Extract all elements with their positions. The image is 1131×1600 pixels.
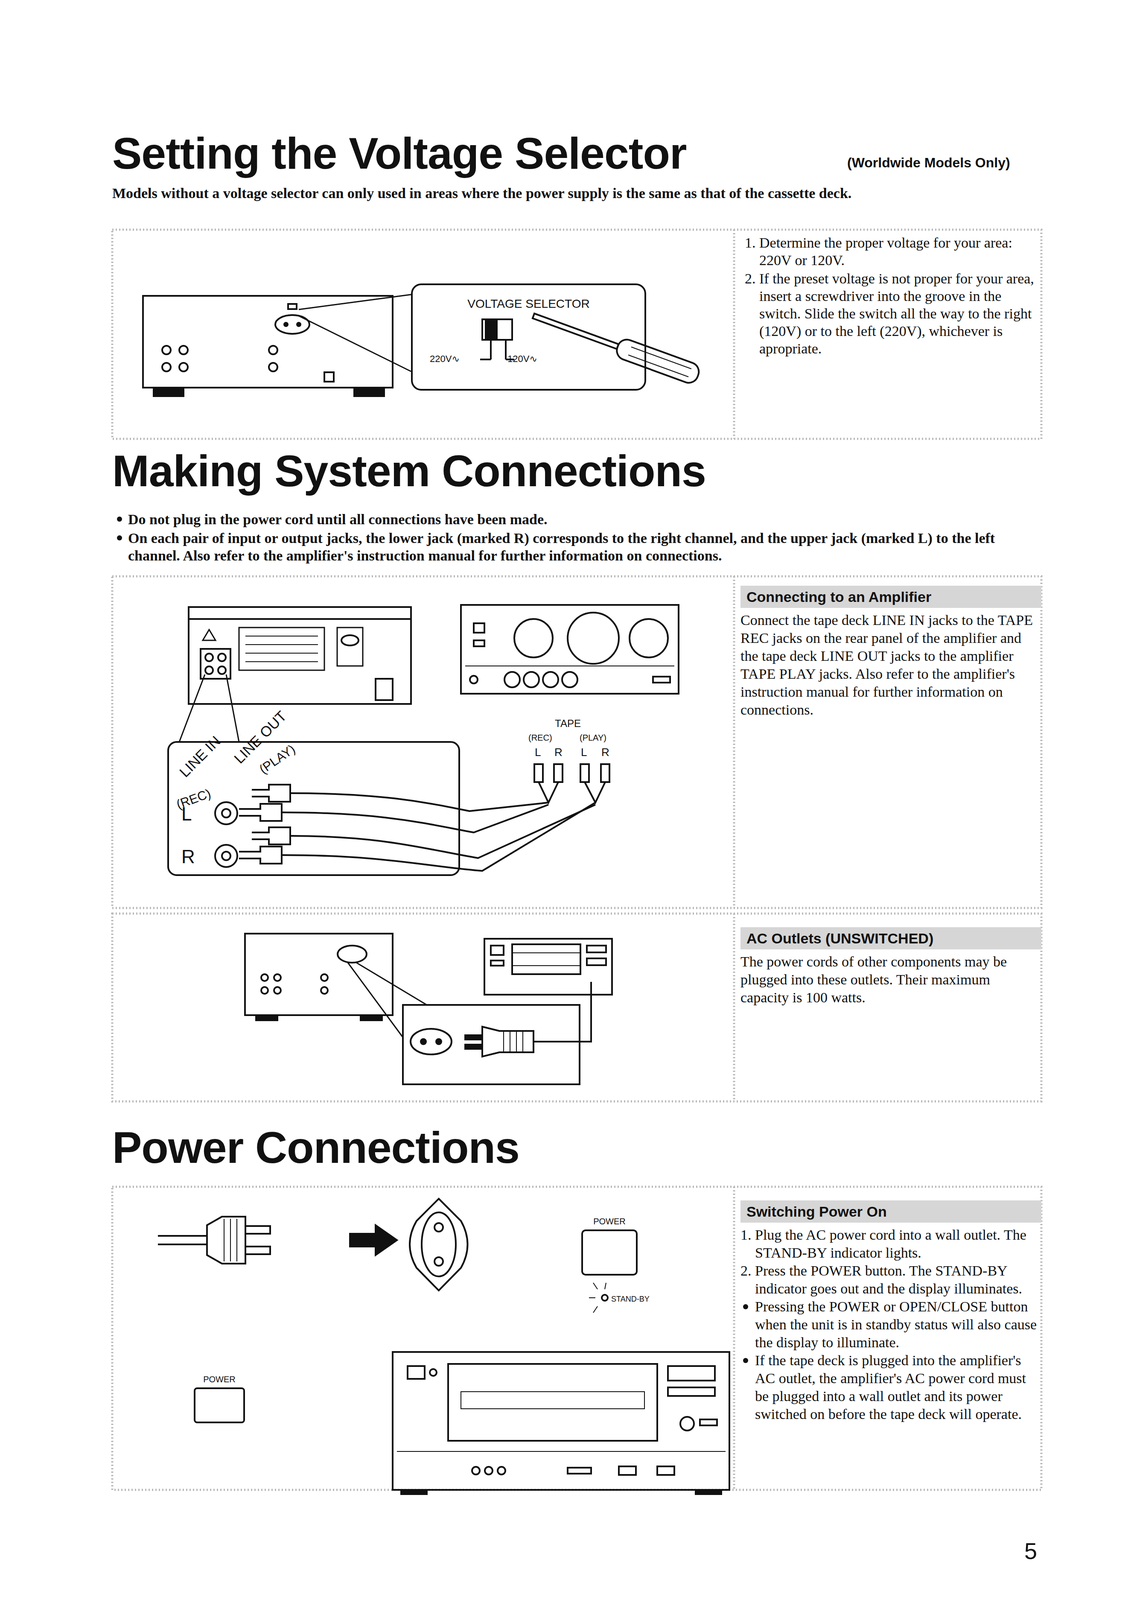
text-line: (Worldwide Models Only): [847, 154, 1011, 172]
jack-label: (PLAY): [579, 732, 607, 743]
text-line: 1. Determine the proper voltage for your…: [744, 233, 1040, 269]
text-line: On each pair of input or output jacks, t…: [128, 529, 1033, 565]
body-text: 2. Press the POWER button. The STAND-BY …: [740, 1261, 1042, 1298]
jack-label: (REC): [528, 732, 553, 743]
text-section: Connecting to an AmplifierConnect the ta…: [740, 585, 1042, 719]
body-text: If the tape deck is plugged into the amp…: [740, 1351, 1042, 1423]
voltage-deck-rear: [142, 294, 412, 397]
jack-label: L: [580, 745, 587, 759]
bullet-dot: [743, 1357, 749, 1363]
tape-deck-front: [392, 1351, 730, 1494]
screwdriver: [530, 306, 702, 385]
page-number: 5: [1024, 1536, 1038, 1565]
body-text: Connect the tape deck LINE IN jacks to t…: [740, 611, 1042, 719]
jack-label: (REC): [174, 785, 213, 813]
power-plug-figure: [157, 1198, 608, 1313]
bullet-dot: [743, 1303, 749, 1309]
section-band: AC Outlets (UNSWITCHED): [740, 926, 1042, 950]
section-band: Switching Power On: [740, 1200, 1042, 1223]
audio-cables: [281, 792, 596, 871]
text-line: Models without a voltage selector can on…: [112, 184, 852, 202]
voltage-switch: [480, 319, 515, 360]
amplifier-front: [460, 604, 679, 694]
voltage-label: 120V∿: [507, 353, 538, 365]
outlined-box: VOLTAGE SELECTOR 220V∿ 120V∿: [411, 283, 647, 391]
body-text: Pressing the POWER or OPEN/CLOSE button …: [740, 1297, 1042, 1352]
body-text: 1. Plug the AC power cord into a wall ou…: [740, 1225, 1042, 1262]
button-label: POWER: [178, 1374, 261, 1385]
tape-deck-rear: [179, 606, 412, 742]
jack-label: L: [534, 745, 541, 759]
section-band: Connecting to an Amplifier: [740, 585, 1042, 608]
section-heading: Power Connections: [112, 1120, 520, 1175]
tape-plugs: [534, 763, 610, 803]
bullet-dot: [116, 516, 123, 522]
jack-label: TAPE: [554, 717, 581, 730]
text-line: Do not plug in the power cord until all …: [128, 510, 548, 528]
outlined-box: POWER: [193, 1387, 245, 1423]
jack-label: STAND-BY: [611, 1294, 650, 1304]
body-text: The power cords of other components may …: [740, 952, 1042, 1007]
bullet-dot: [116, 535, 123, 541]
jack-label: R: [554, 745, 563, 759]
button-label: POWER: [565, 1216, 653, 1227]
panel-frames: [112, 229, 1042, 1490]
outlined-box: POWER: [581, 1229, 638, 1276]
voltage-label: 220V∿: [429, 353, 460, 365]
text-section: AC Outlets (UNSWITCHED)The power cords o…: [740, 926, 1042, 1007]
ac-outlet-figure: [244, 933, 613, 1085]
section-heading: Making System Connections: [112, 443, 706, 499]
jack-label: R: [181, 845, 196, 869]
jack-label: L: [181, 802, 192, 826]
box-title: VOLTAGE SELECTOR: [412, 297, 645, 311]
page-heading: Setting the Voltage Selector: [112, 128, 687, 179]
text-line: 2. If the preset voltage is not proper f…: [744, 269, 1040, 358]
text-section: Switching Power On1. Plug the AC power c…: [740, 1200, 1042, 1423]
jack-label: R: [601, 745, 610, 759]
jack-label: LINE IN: [175, 732, 225, 781]
